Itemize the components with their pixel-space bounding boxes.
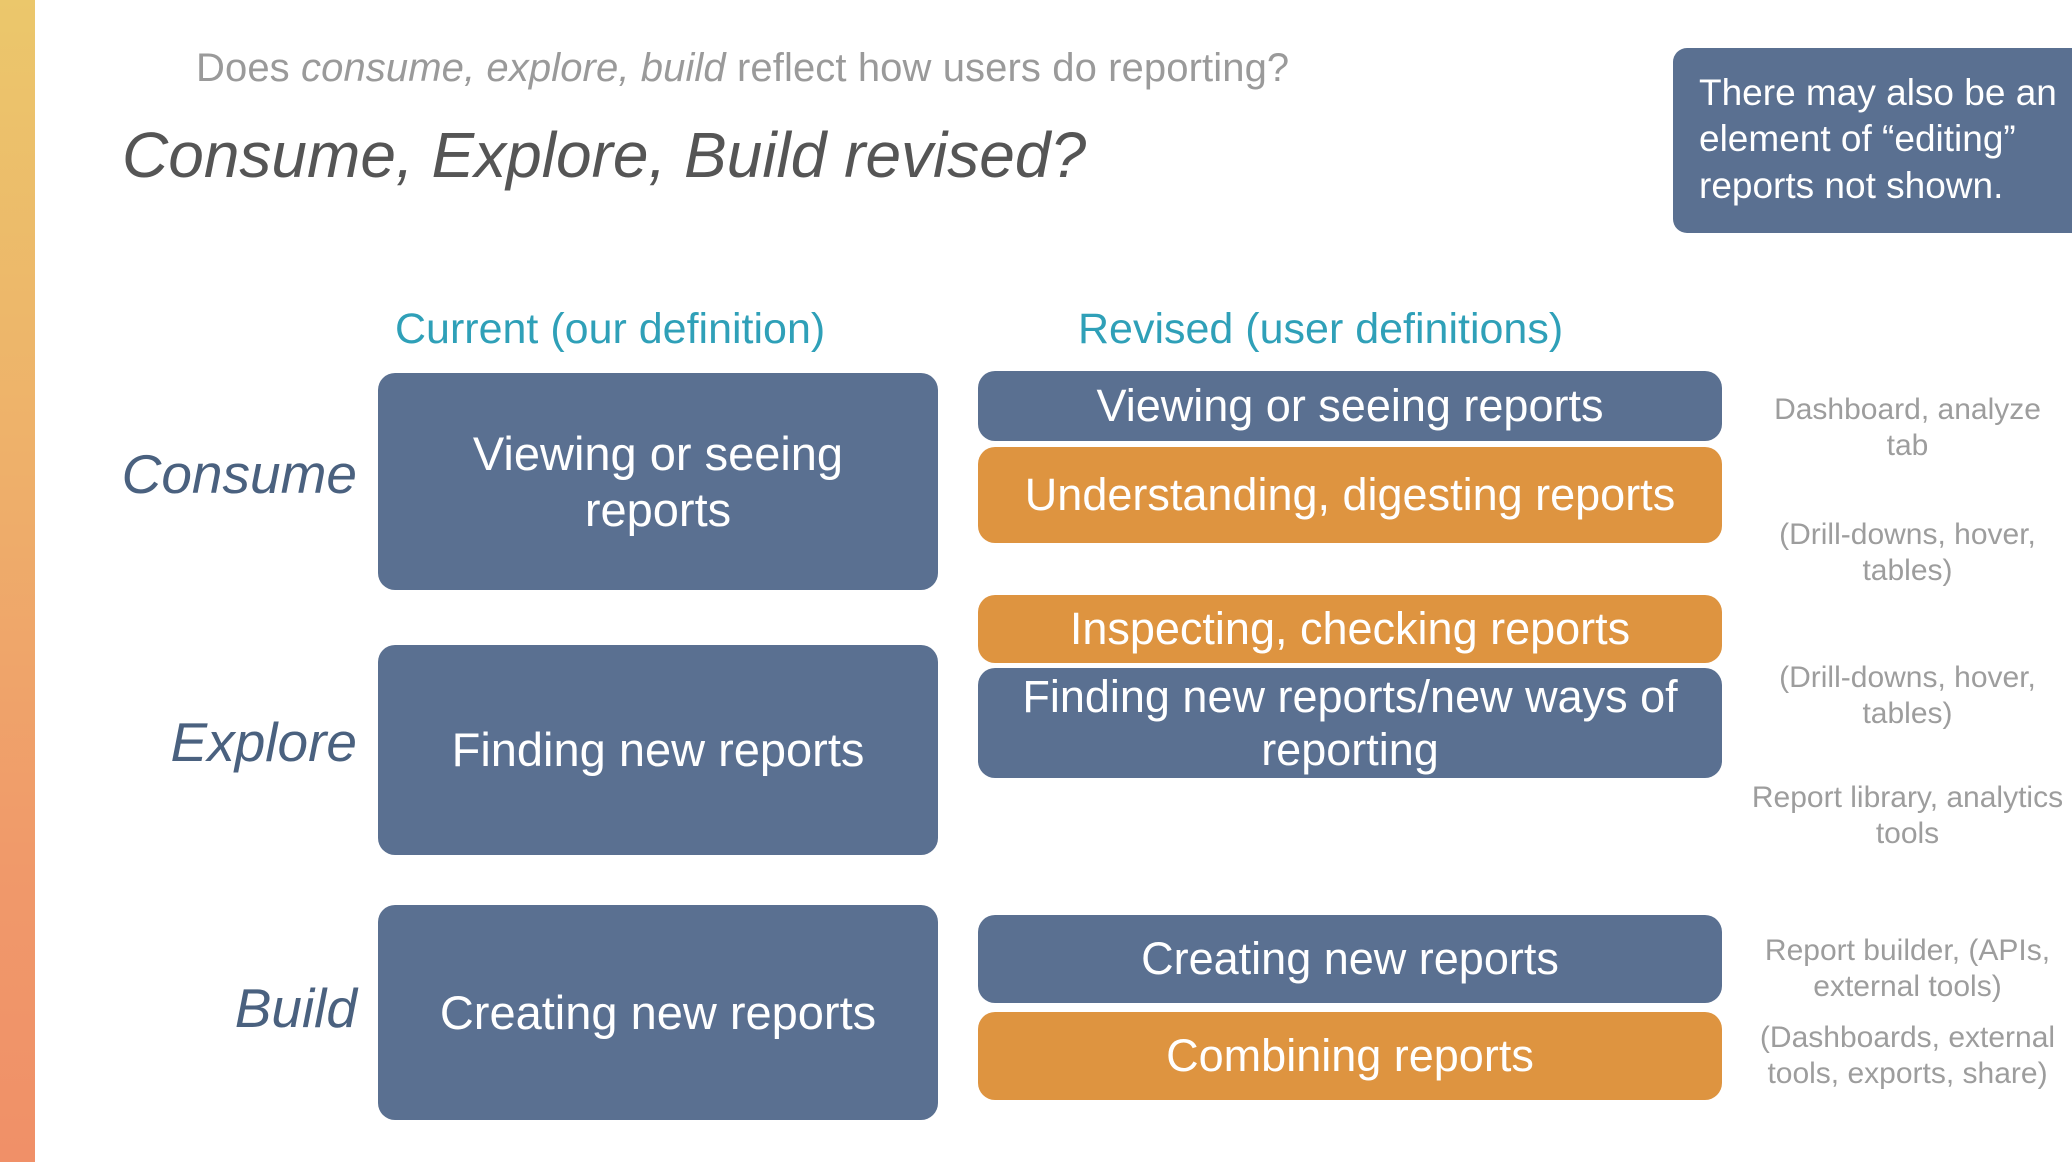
revised-box-inspecting: Inspecting, checking reports: [978, 595, 1722, 663]
revised-box-combining: Combining reports: [978, 1012, 1722, 1100]
slide-kicker: Does consume, explore, build reflect how…: [196, 46, 1289, 91]
note-drilldowns-hover-2: (Drill-downs, hover, tables): [1779, 661, 2036, 730]
note-dashboards-external: (Dashboards, external tools, exports, sh…: [1759, 1021, 2056, 1090]
note-dashboard-analyze-tab: Dashboard, analyze tab: [1774, 393, 2041, 462]
revised-box-creating: Creating new reports: [978, 915, 1722, 1003]
revised-box-viewing: Viewing or seeing reports: [978, 371, 1722, 441]
kicker-prefix: Does: [196, 46, 301, 90]
revised-box-finding: Finding new reports/new ways of reportin…: [978, 668, 1722, 778]
current-box-explore: Finding new reports: [378, 645, 938, 855]
kicker-suffix: reflect how users do reporting?: [725, 46, 1290, 90]
callout-note: There may also be an element of “editing…: [1673, 48, 2072, 233]
row-label-explore: Explore: [170, 711, 357, 773]
column-header-current: Current (our definition): [395, 305, 826, 353]
note-report-library: Report library, analytics tools: [1751, 781, 2064, 850]
kicker-italic-terms: consume, explore, build: [301, 46, 726, 90]
left-accent-strip: [0, 0, 35, 1162]
current-box-consume: Viewing or seeing reports: [378, 373, 938, 590]
current-box-build: Creating new reports: [378, 905, 938, 1120]
row-label-build: Build: [234, 977, 357, 1039]
row-label-consume: Consume: [121, 443, 357, 505]
page-title: Consume, Explore, Build revised?: [122, 119, 1087, 191]
revised-box-understanding: Understanding, digesting reports: [978, 447, 1722, 543]
note-report-builder: Report builder, (APIs, external tools): [1764, 934, 2051, 1003]
column-header-revised: Revised (user definitions): [1078, 305, 1564, 353]
note-drilldowns-hover-1: (Drill-downs, hover, tables): [1779, 518, 2036, 587]
